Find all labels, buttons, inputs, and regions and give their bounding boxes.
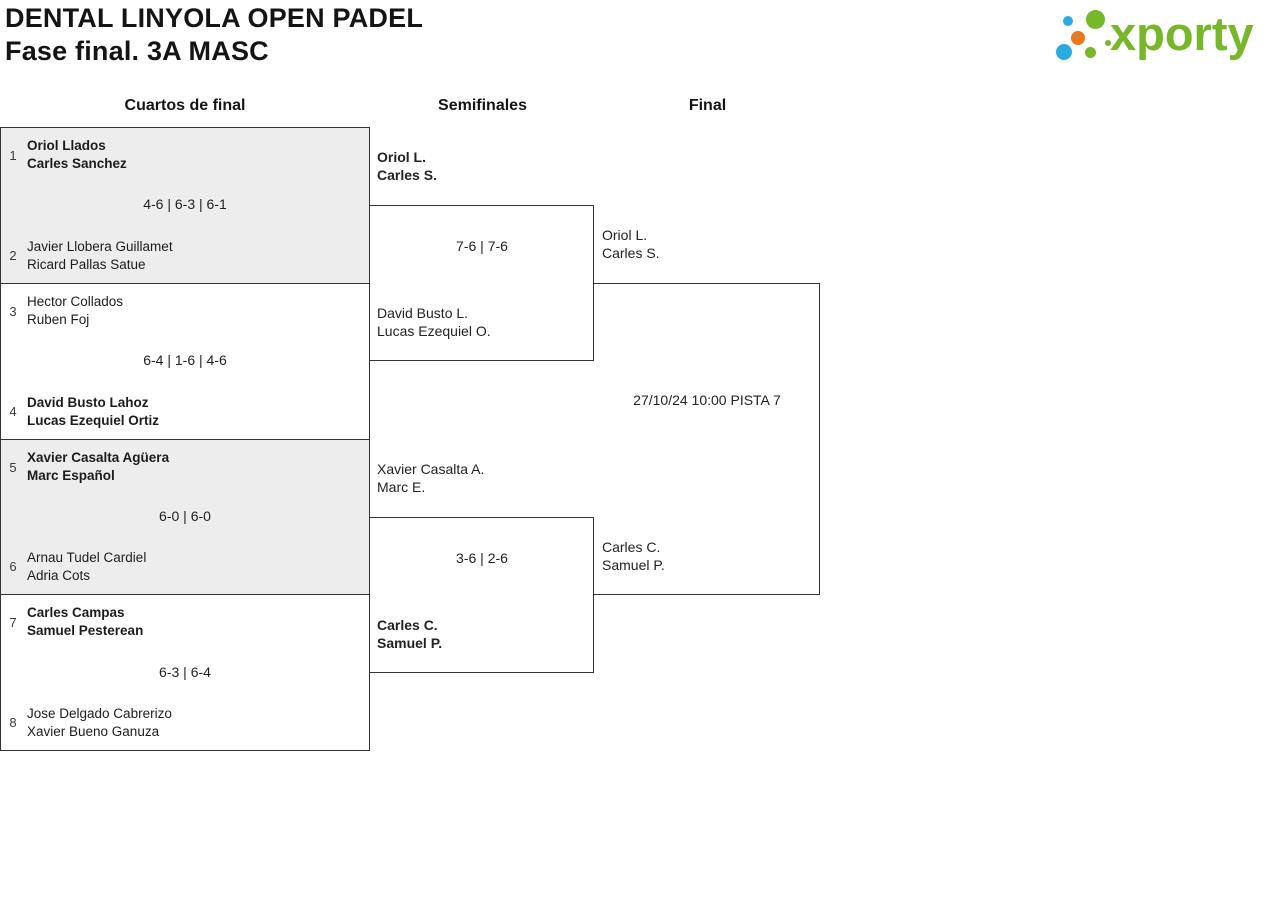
team-bottom: Arnau Tudel Cardiel Adria Cots	[27, 549, 146, 585]
team-top: Hector Collados Ruben Foj	[27, 293, 123, 329]
semifinal-2-box	[370, 517, 594, 673]
phase-name: Fase final. 3A MASC	[5, 36, 269, 66]
player-name: Marc Español	[27, 467, 115, 483]
xporty-wordmark: xporty	[1110, 7, 1254, 60]
round-header-quarterfinals: Cuartos de final	[124, 97, 246, 114]
team-top: Xavier Casalta Agüera Marc Español	[27, 449, 169, 485]
player-name: Adria Cots	[27, 568, 91, 584]
match-score: 6-3 | 6-4	[159, 663, 211, 680]
sf2-team-top: Xavier Casalta A. Marc E.	[377, 460, 484, 496]
logo-dot-blue-small-icon	[1063, 16, 1073, 26]
seed-number: 8	[9, 715, 17, 730]
qf-match-3: 5 Xavier Casalta Agüera Marc Español 6-0…	[1, 439, 369, 596]
player-name: Lucas Ezequiel O.	[377, 323, 491, 339]
team-top: Oriol Llados Carles Sanchez	[27, 137, 127, 173]
seed-number: 4	[9, 403, 17, 419]
sf2-team-bottom: Carles C. Samuel P.	[377, 616, 442, 652]
round-header-final: Final	[688, 97, 727, 114]
qf-match-1: 1 Oriol Llados Carles Sanchez 4-6 | 6-3 …	[1, 128, 369, 284]
team-top: Carles Campas Samuel Pesterean	[27, 604, 143, 640]
sf2-score: 3-6 | 2-6	[456, 550, 508, 566]
logo-dot-green-large-icon	[1086, 10, 1105, 29]
team-bottom: Javier Llobera Guillamet Ricard Pallas S…	[27, 238, 173, 274]
seed-number: 5	[9, 459, 17, 475]
team-bottom: David Busto Lahoz Lucas Ezequiel Ortiz	[27, 394, 159, 430]
seed-number: 3	[9, 303, 17, 319]
final-box	[594, 283, 820, 595]
match-score: 4-6 | 6-3 | 6-1	[143, 196, 227, 213]
logo-dot-blue-large-icon	[1056, 44, 1072, 60]
player-name: Ruben Foj	[27, 311, 90, 327]
player-name: Xavier Casalta Agüera	[27, 449, 170, 465]
player-name: Carles Sanchez	[27, 156, 127, 171]
match-score: 6-0 | 6-0	[159, 507, 211, 524]
final-schedule: 27/10/24 10:00 PISTA 7	[633, 392, 781, 408]
player-name: Samuel P.	[377, 635, 443, 651]
player-name: Arnau Tudel Cardiel	[27, 550, 147, 566]
seed-number: 2	[9, 247, 17, 263]
player-name: Marc E.	[377, 479, 426, 495]
player-name: Oriol Llados	[27, 138, 106, 153]
logo-dot-green-tiny-icon	[1105, 40, 1111, 46]
player-name: Carles Campas	[27, 605, 125, 621]
player-name: Oriol L.	[377, 149, 426, 165]
seed-number: 6	[9, 559, 17, 575]
quarterfinals-column: 1 Oriol Llados Carles Sanchez 4-6 | 6-3 …	[0, 127, 370, 751]
semifinal-1-box	[370, 205, 594, 361]
player-name: Carles C.	[602, 539, 661, 555]
final-team-bottom: Carles C. Samuel P.	[602, 538, 665, 574]
round-header-semifinals: Semifinales	[438, 97, 527, 114]
logo-dot-green-small-icon	[1085, 47, 1096, 58]
player-name: Hector Collados	[27, 293, 124, 309]
xporty-logo[interactable]: xporty	[1048, 4, 1280, 70]
qf-match-4: 7 Carles Campas Samuel Pesterean 6-3 | 6…	[1, 595, 369, 750]
player-name: Carles C.	[377, 617, 438, 633]
sf1-team-bottom: David Busto L. Lucas Ezequiel O.	[377, 304, 491, 340]
sf1-team-top: Oriol L. Carles S.	[377, 148, 437, 184]
player-name: Jose Delgado Cabrerizo	[27, 706, 172, 721]
player-name: Samuel Pesterean	[27, 623, 144, 639]
seed-number: 7	[9, 615, 17, 631]
player-name: Ricard Pallas Satue	[27, 256, 146, 272]
page-title: DENTAL LINYOLA OPEN PADEL Fase final. 3A…	[5, 2, 423, 68]
player-name: Carles S.	[377, 167, 437, 183]
player-name: Javier Llobera Guillamet	[27, 238, 173, 254]
player-name: David Busto Lahoz	[27, 394, 149, 410]
player-name: David Busto L.	[377, 305, 469, 321]
player-name: Oriol L.	[602, 227, 648, 243]
logo-dot-orange-icon	[1071, 31, 1085, 45]
sf1-score: 7-6 | 7-6	[456, 238, 508, 254]
player-name: Xavier Casalta A.	[377, 461, 485, 477]
final-team-top: Oriol L. Carles S.	[602, 226, 660, 262]
seed-number: 1	[9, 148, 17, 163]
team-bottom: Jose Delgado Cabrerizo Xavier Bueno Ganu…	[27, 705, 172, 741]
match-score: 6-4 | 1-6 | 4-6	[143, 352, 227, 369]
player-name: Xavier Bueno Ganuza	[27, 724, 160, 739]
player-name: Carles S.	[602, 245, 660, 261]
player-name: Samuel P.	[602, 557, 665, 573]
player-name: Lucas Ezequiel Ortiz	[27, 412, 160, 428]
qf-match-2: 3 Hector Collados Ruben Foj 6-4 | 1-6 | …	[1, 284, 369, 440]
tournament-name: DENTAL LINYOLA OPEN PADEL	[5, 3, 424, 33]
